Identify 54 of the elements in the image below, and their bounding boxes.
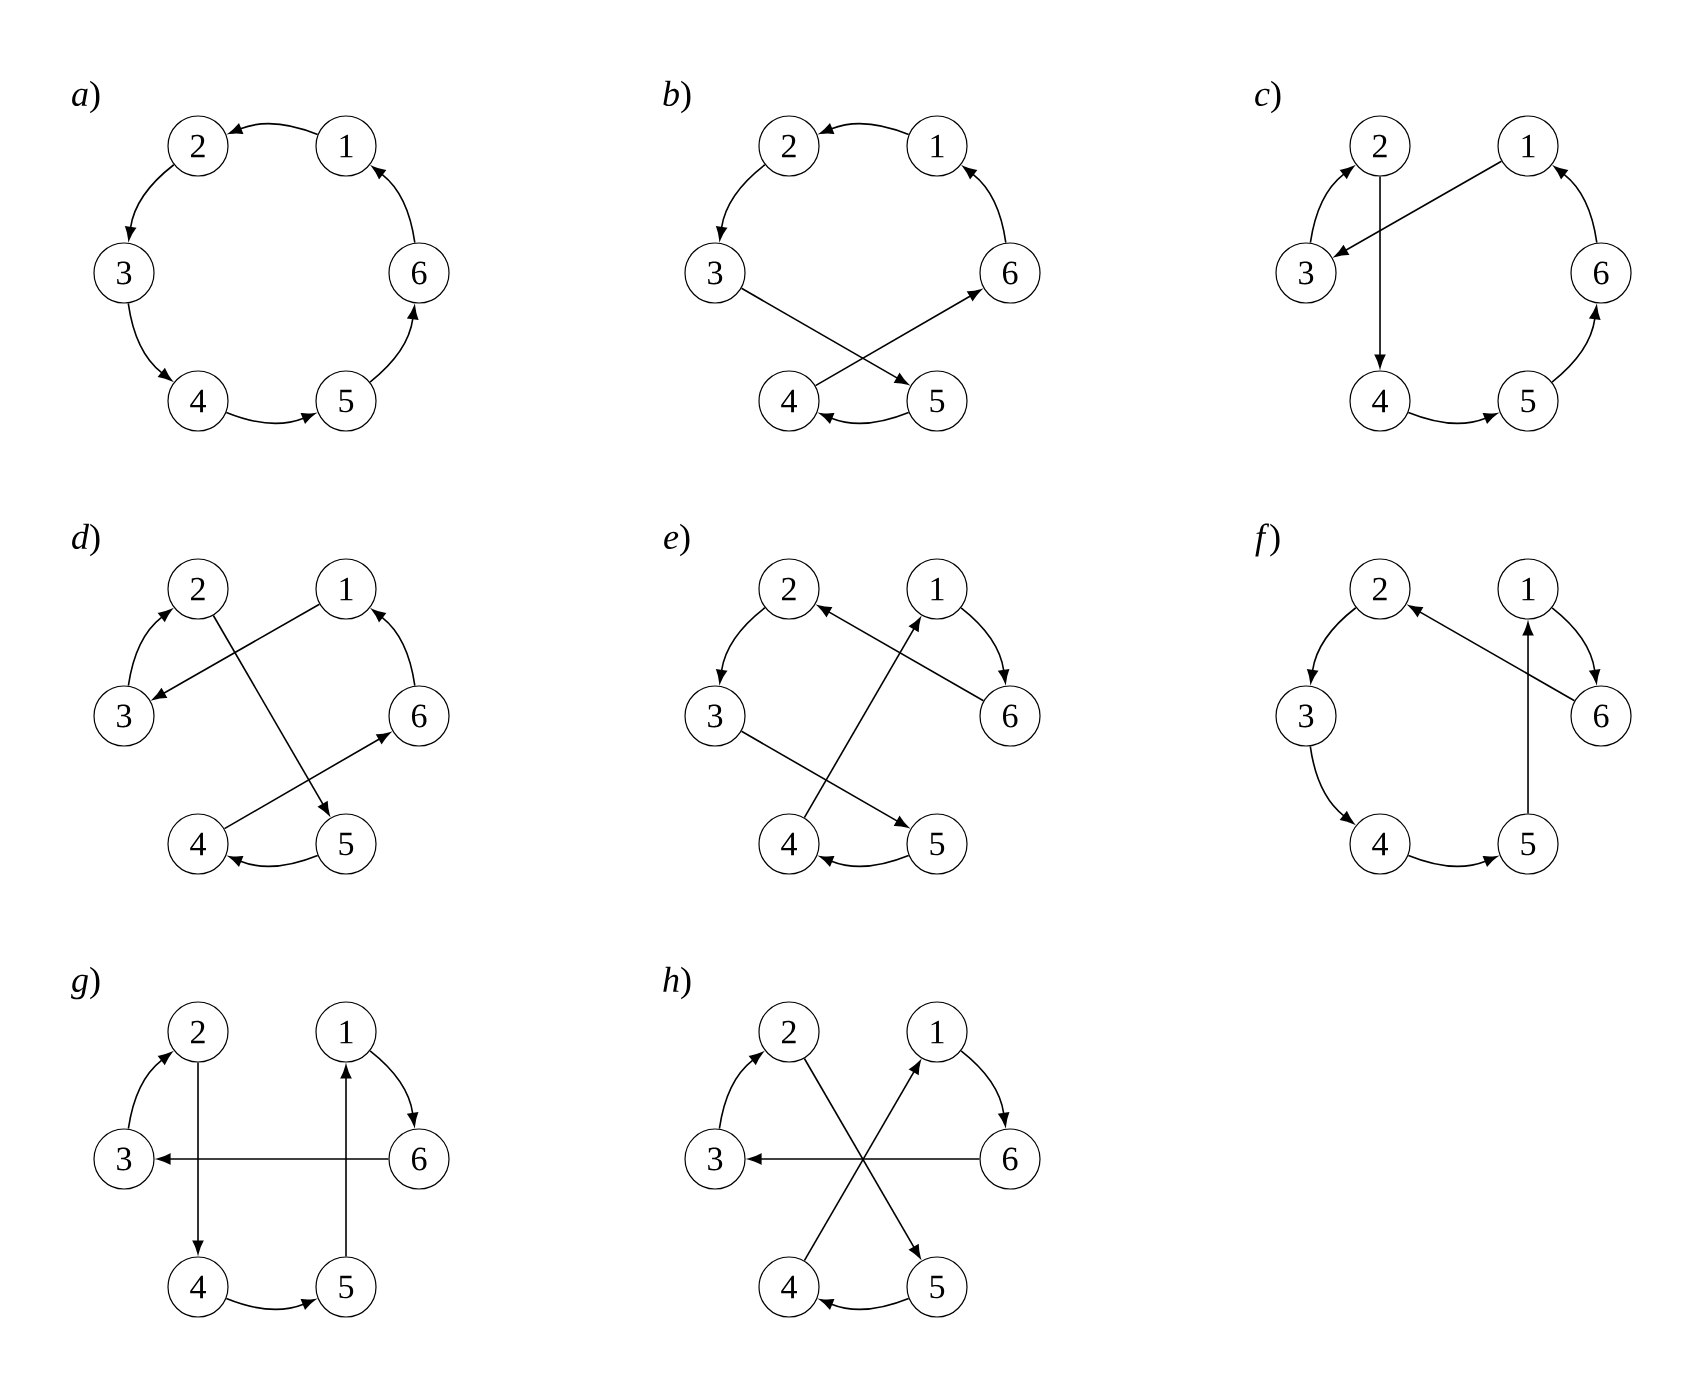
arrow: [1553, 166, 1598, 244]
arrow: [1407, 411, 1498, 425]
arrow: [1551, 607, 1601, 684]
arrow: [1309, 745, 1355, 824]
panel-label: g): [71, 966, 100, 1000]
arrow: [1522, 622, 1534, 815]
arrow: [819, 122, 910, 136]
arrow: [962, 166, 1007, 244]
arrow: [814, 289, 982, 387]
arrow: [369, 305, 419, 383]
arrow: [369, 1050, 419, 1127]
panel-label: b): [663, 80, 691, 114]
arrow: [817, 605, 985, 702]
arrow: [1374, 175, 1386, 368]
panel-label: d): [72, 523, 100, 557]
arrow: [228, 122, 319, 136]
arrow: [960, 607, 1010, 684]
arrow: [716, 606, 766, 684]
arrow: [212, 614, 330, 816]
arrow: [819, 854, 910, 868]
arrow: [740, 287, 909, 385]
arrow: [127, 1051, 172, 1130]
arrow: [125, 163, 175, 241]
arrow: [716, 163, 766, 241]
panel-label: f): [1255, 523, 1280, 557]
arrow: [127, 302, 173, 381]
arrow: [371, 609, 416, 687]
panel-label: e): [664, 523, 690, 557]
arrow: [340, 1065, 352, 1258]
panel-label: h): [663, 966, 691, 1000]
arrow: [228, 854, 319, 868]
arrow: [371, 166, 416, 244]
arrow: [192, 1061, 204, 1254]
panel-label: a): [72, 80, 100, 114]
arrow: [1408, 605, 1576, 702]
arrow: [225, 1297, 316, 1311]
arrow: [225, 411, 316, 425]
arrow: [1307, 606, 1357, 684]
arrow: [152, 603, 321, 700]
arrow: [803, 617, 921, 819]
arrow: [223, 732, 391, 830]
arrow: [960, 1050, 1010, 1127]
arrow: [748, 1153, 981, 1165]
panel-label: c): [1255, 80, 1281, 114]
arrow: [127, 609, 172, 687]
arrow: [1551, 305, 1601, 383]
arrow: [819, 1297, 910, 1311]
arrow: [1407, 854, 1498, 868]
arrow: [819, 411, 910, 425]
arrow: [1309, 165, 1354, 244]
arrow: [718, 1051, 763, 1130]
arrow: [740, 730, 909, 828]
arrow: [1334, 160, 1503, 257]
arrow: [157, 1153, 390, 1165]
